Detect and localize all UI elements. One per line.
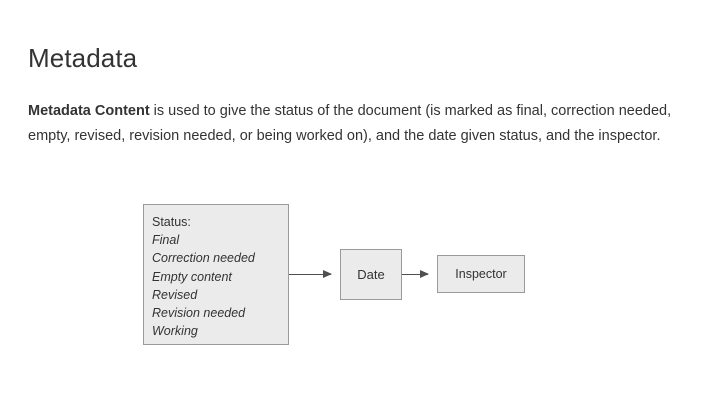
status-box[interactable]: Status: Final Correction needed Empty co… [143, 204, 289, 345]
status-box-heading: Status: [152, 215, 191, 229]
body-paragraph: Metadata Content is used to give the sta… [28, 99, 688, 149]
date-box-label: Date [357, 267, 385, 282]
date-to-inspector-arrow [402, 270, 429, 278]
body-lead-text: Metadata Content [28, 103, 150, 119]
status-item-final: Final [152, 233, 180, 248]
status-item-empty-content: Empty content [152, 269, 232, 284]
status-item-working: Working [152, 324, 198, 339]
inspector-box[interactable]: Inspector [437, 255, 525, 293]
status-item-revision-needed: Revision needed [152, 306, 246, 321]
page-title: Metadata [28, 43, 138, 73]
date-box[interactable]: Date [340, 249, 402, 300]
status-item-revised: Revised [152, 287, 198, 302]
inspector-box-label: Inspector [455, 267, 507, 281]
status-to-date-arrow [289, 270, 332, 278]
body-rest-text: is used to give the status of the docume… [28, 103, 672, 144]
status-item-correction-needed: Correction needed [152, 251, 255, 266]
